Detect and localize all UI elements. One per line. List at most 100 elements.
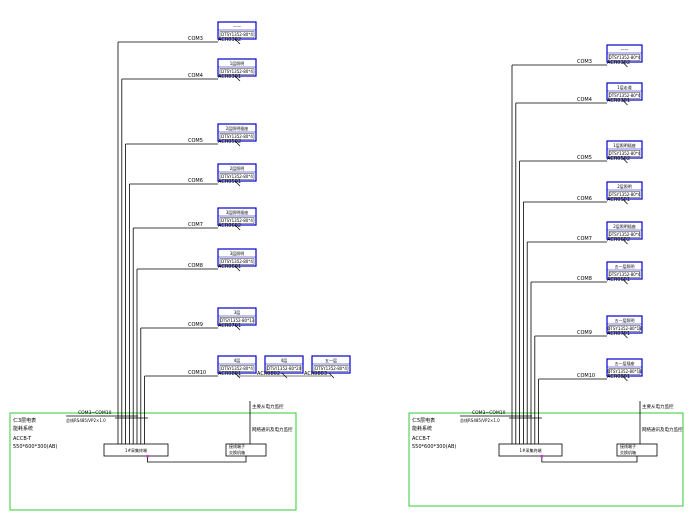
meter-frame <box>606 181 643 200</box>
cabinet-size: 550*600*300(AB) <box>13 444 57 450</box>
meter-drop <box>328 372 335 379</box>
meter-drop <box>622 157 628 164</box>
meter-name: 五一层插座 <box>615 360 635 366</box>
cabinet-sub: 能耗系统 <box>412 425 432 432</box>
port-marker <box>540 455 544 458</box>
meter-name: 1层照明插座 <box>613 142 636 148</box>
meter-frame <box>606 140 643 159</box>
com-label: COM9 <box>188 322 203 328</box>
port-marker <box>146 455 149 458</box>
meter-model-box <box>608 92 641 99</box>
com-label: COM7 <box>577 236 592 242</box>
meter-drop <box>622 375 628 382</box>
meter-model: DTSY1352-80*4 <box>221 134 253 139</box>
gateway-box <box>103 443 169 457</box>
com-label: COM4 <box>188 73 203 79</box>
meter-model-box <box>608 150 641 157</box>
meter-model: DTSY1352-80*18 <box>607 369 642 374</box>
bus-label: COM3~COM10 <box>78 410 112 416</box>
meter-name: 3层照明插座 <box>226 209 249 215</box>
meter-name: 1层照明 <box>230 60 245 66</box>
switch-box-label: 接线端子 <box>229 443 245 449</box>
switch-note: 网络通讯及电力监控 <box>642 426 683 433</box>
cabinet-model: ACCB-T <box>412 436 431 442</box>
meter-model: DTSY1352-80*4 <box>609 93 641 98</box>
meter-name: —— <box>621 47 629 52</box>
meter-model-box <box>608 54 641 61</box>
meter-id: ACR0601 <box>218 264 241 270</box>
meter-model: DTSY1352-80*24 <box>267 366 302 371</box>
meter-model-box <box>608 325 641 332</box>
meter-id: ACR0601 <box>607 277 630 283</box>
meter-id: ACR0801 <box>218 371 241 377</box>
gateway-label: 1#采集终端 <box>520 447 542 453</box>
meter-model: DTSY1352-80*4 <box>221 69 253 74</box>
interconnect-wire <box>147 456 247 463</box>
cabinet-sub: 能耗系统 <box>13 425 33 432</box>
meter-name: 五一层 <box>325 357 337 363</box>
com-label: COM9 <box>577 330 592 336</box>
meter-frame <box>217 307 257 326</box>
com-label: COM5 <box>577 155 592 161</box>
cabinet-frame <box>9 412 297 511</box>
meter-drop <box>234 180 241 187</box>
meter-model: DTSY1352-80*4 <box>221 259 253 264</box>
meter-name: 五一层照明 <box>615 263 635 269</box>
meter-name: —— <box>233 24 241 29</box>
meter-name: 4层 <box>234 357 241 363</box>
switch-side-label: 交换机箱 <box>229 449 245 455</box>
meter-id: ACR0301 <box>607 98 630 104</box>
meter-drop <box>622 238 628 245</box>
cabinet-frame <box>408 412 684 507</box>
com-label: COM4 <box>577 97 592 103</box>
meter-name: 1层走道 <box>617 84 632 90</box>
meter-model-box <box>219 133 255 140</box>
meter-id: ACR0301 <box>218 74 241 80</box>
meter-model-box <box>608 368 641 375</box>
meter-model: DTSY1352-80*4 <box>609 232 641 237</box>
meter-frame <box>217 355 257 374</box>
meter-name: 3层 <box>234 309 241 315</box>
switch-box-label: 接线端子 <box>620 443 636 449</box>
com-label: COM10 <box>188 370 206 376</box>
meter-name: 2层照明插座 <box>613 223 636 229</box>
meter-id: ACR0602 <box>607 237 630 243</box>
meter-model-box <box>219 365 255 372</box>
com-label: COM8 <box>188 263 203 269</box>
meter-model: DTSY1352-80*4 <box>221 218 253 223</box>
meter-frame <box>217 248 257 267</box>
meter-drop <box>234 75 241 82</box>
meter-model-box <box>219 258 255 265</box>
bus-label: COM3~COM10 <box>472 410 506 416</box>
meter-drop <box>622 278 628 285</box>
com-label: COM10 <box>577 373 595 379</box>
meter-drop <box>622 198 628 205</box>
meter-name: 4层 <box>281 357 288 363</box>
meter-model: DTSY1352-80*4 <box>221 366 253 371</box>
meter-model-box <box>219 31 255 38</box>
meter-model: DTSY1352-80*13 <box>220 318 255 323</box>
meter-drop <box>281 372 288 379</box>
cabinet-name: 仁3层电表 <box>13 417 36 424</box>
meter-model: DTSY1352-80*4 <box>221 174 253 179</box>
meter-model: DTSY1352-80*4 <box>221 32 253 37</box>
meter-frame <box>311 355 351 374</box>
